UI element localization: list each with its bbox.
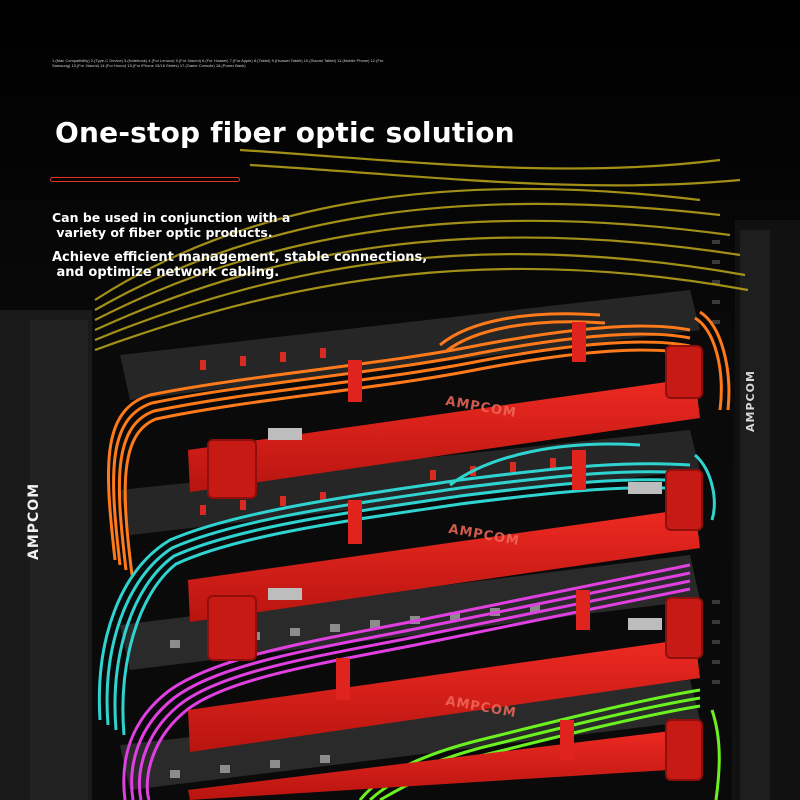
- brand-logo-right: AMPCOM: [744, 370, 757, 432]
- title-underline: [50, 177, 240, 182]
- compatibility-note: 1.(Mac Compatibility) 2.(Type-C Device) …: [52, 58, 384, 68]
- brand-logo-left: AMPCOM: [26, 482, 42, 560]
- page-title: One-stop fiber optic solution: [55, 116, 515, 149]
- description-benefits: Achieve efficient management, stable con…: [52, 250, 428, 280]
- description-usage: Can be used in conjunction with a variet…: [52, 210, 291, 240]
